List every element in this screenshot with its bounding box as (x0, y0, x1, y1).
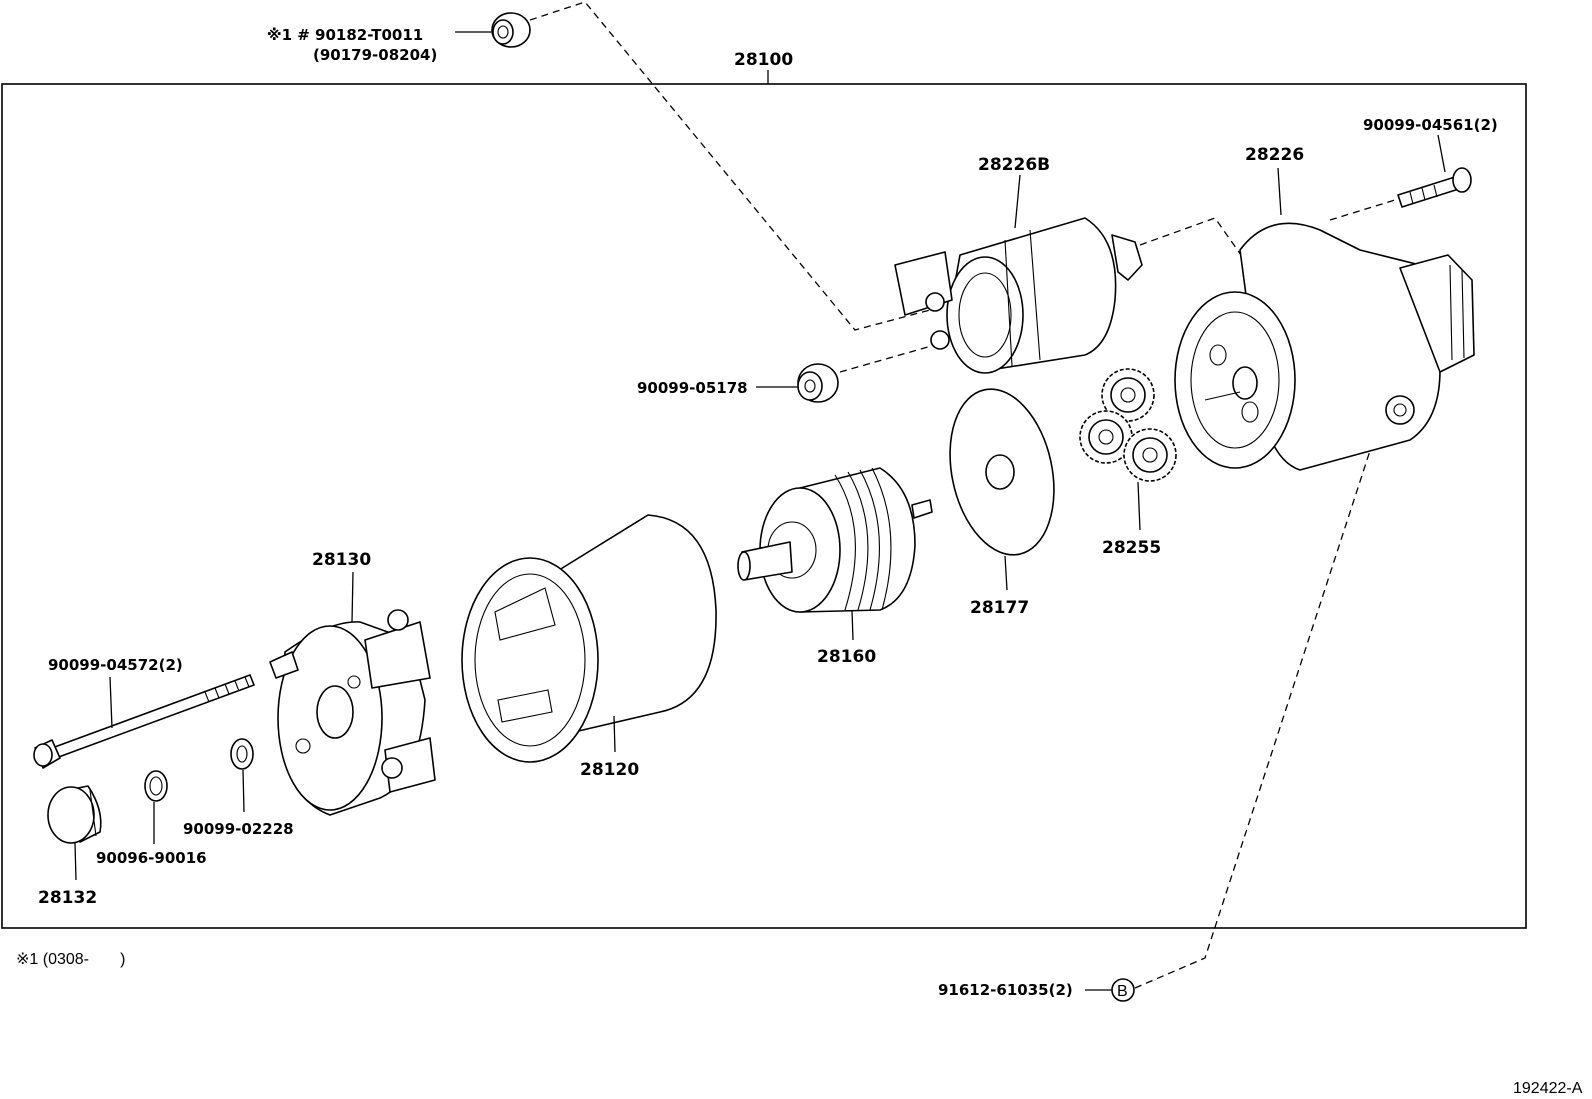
label-bolt-top-right: 90099-04561(2) (1363, 116, 1498, 134)
footnote: ※1 (0308- ) (16, 951, 125, 968)
label-armature: 28160 (817, 647, 876, 667)
label-o-ring: 90096-90016 (96, 849, 207, 867)
label-bolt-bottom: 91612-61035(2) (938, 981, 1073, 999)
label-nut-top-alt: (90179-08204) (313, 46, 437, 64)
nut-solenoid-icon (797, 363, 839, 403)
figure-id: 192422-A (1513, 1080, 1583, 1097)
o-ring-icon (144, 770, 168, 802)
svg-text:B: B (1117, 983, 1128, 1000)
label-end-frame: 28130 (312, 550, 371, 570)
label-gears: 28255 (1102, 538, 1161, 558)
drive-housing-icon (1174, 222, 1475, 471)
through-bolt-icon (33, 674, 255, 769)
label-washer: 90099-02228 (183, 820, 294, 838)
label-through-bolt: 90099-04572(2) (48, 656, 183, 674)
bolt-top-right-icon (1397, 167, 1472, 208)
armature-icon (737, 467, 933, 613)
plate-icon (949, 388, 1055, 556)
assembly-frame (1, 83, 1527, 929)
yoke-icon (461, 514, 717, 763)
end-frame-icon (269, 609, 436, 816)
planetary-gears-icon (1079, 368, 1177, 482)
washer-icon (230, 738, 254, 770)
cap-icon (47, 785, 102, 844)
label-nut-solenoid: 90099-05178 (637, 379, 748, 397)
label-cap: 28132 (38, 888, 97, 908)
label-nut-top: ※1 # 90182-T0011 (267, 26, 423, 44)
label-drive-housing: 28226 (1245, 145, 1304, 165)
solenoid-icon (894, 217, 1143, 374)
label-yoke: 28120 (580, 760, 639, 780)
label-plate: 28177 (970, 598, 1029, 618)
label-solenoid: 28226B (978, 155, 1050, 175)
assembly-label: 28100 (734, 50, 793, 70)
reference-marker-b-icon: B (1111, 978, 1135, 1002)
nut-top-icon (491, 12, 531, 48)
